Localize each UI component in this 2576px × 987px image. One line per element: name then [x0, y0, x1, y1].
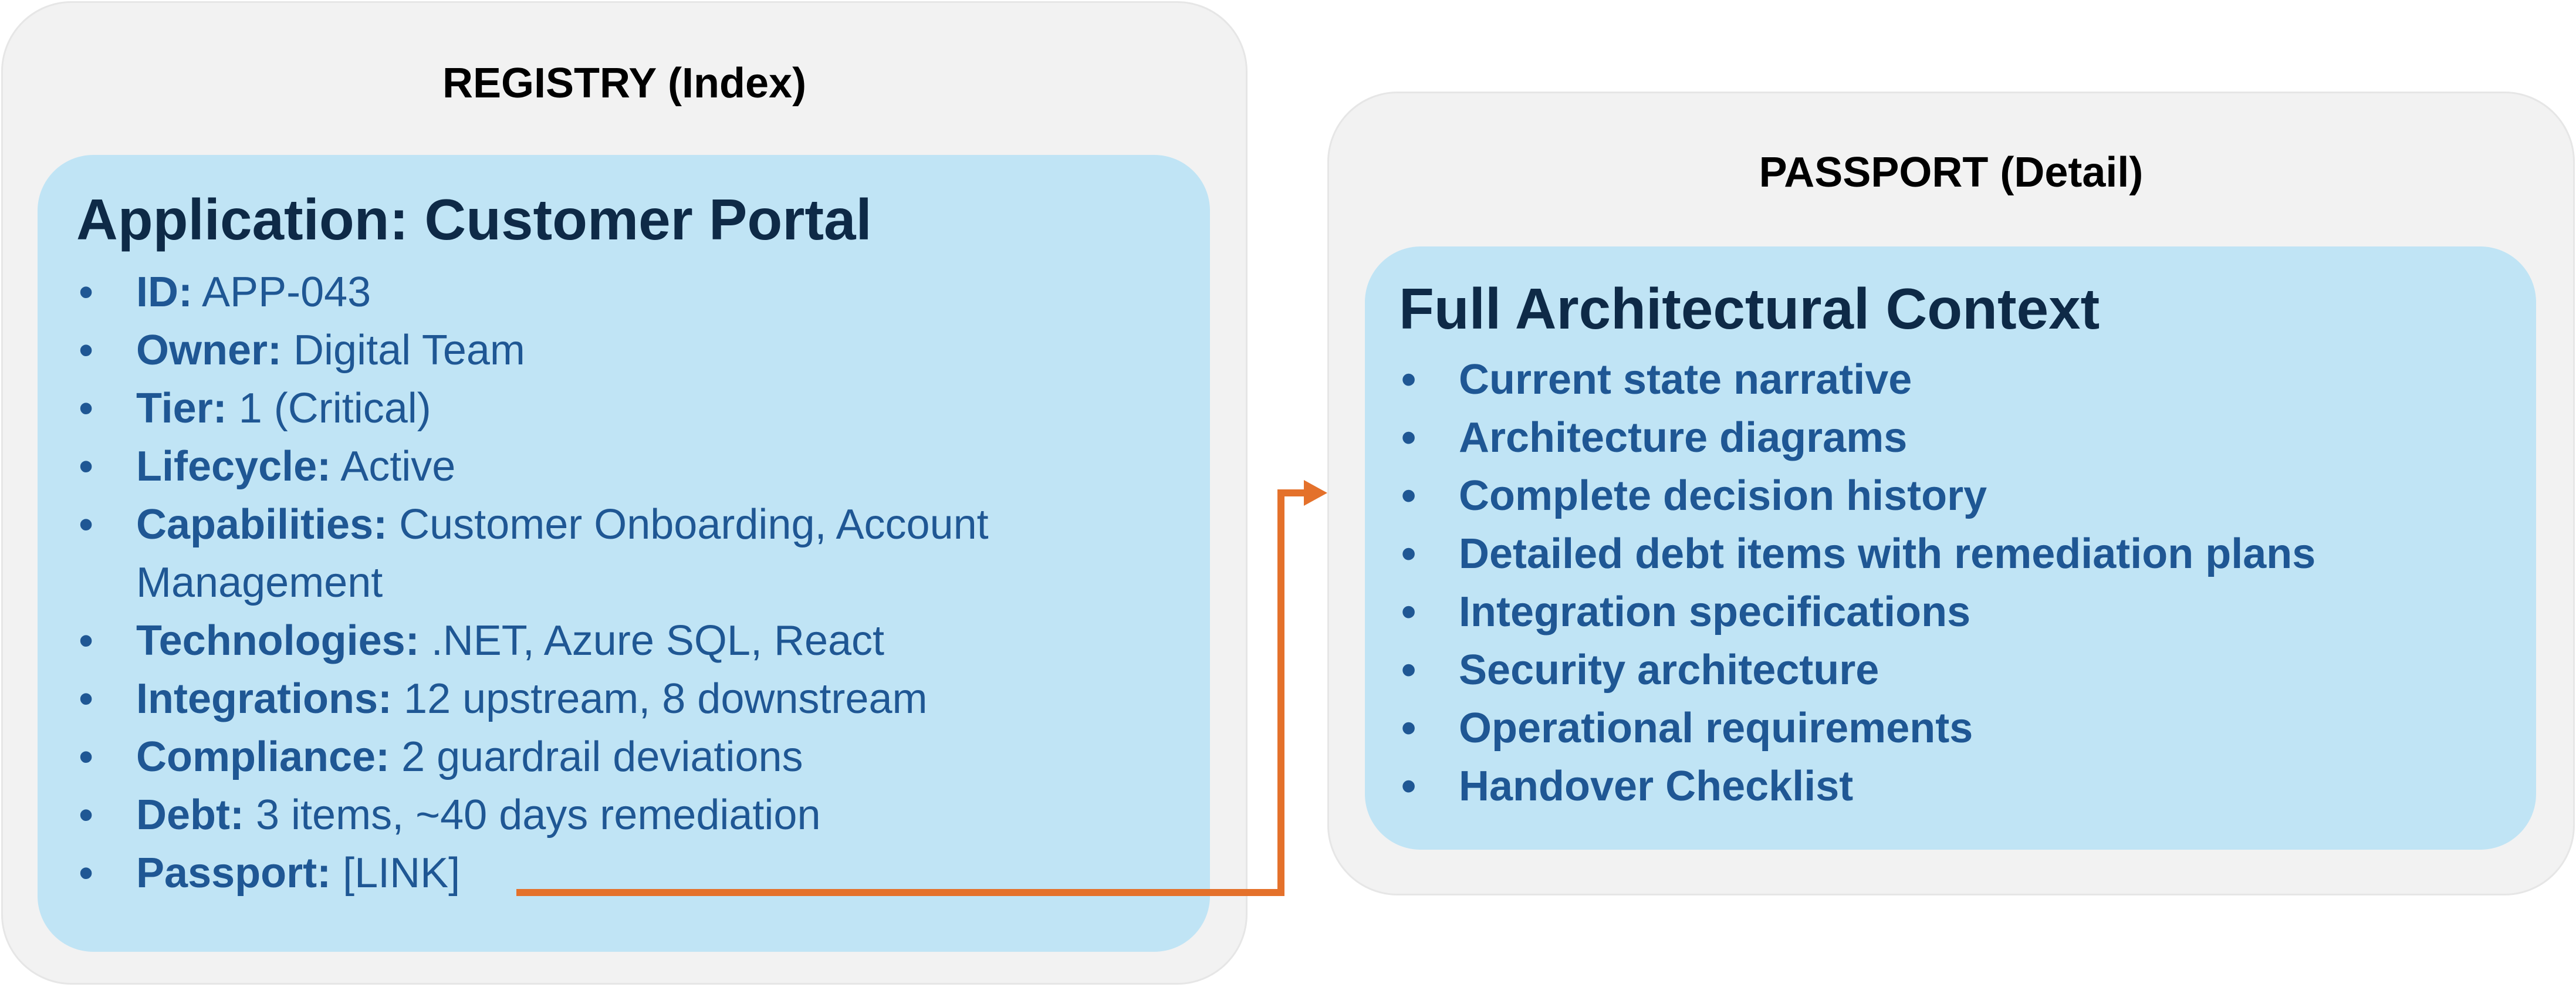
registry-item-value: 3 items, ~40 days remediation: [256, 792, 821, 839]
registry-card: Application: Customer Portal ID: APP-043…: [38, 155, 1210, 952]
passport-item: Integration specifications: [1399, 583, 2514, 641]
registry-item-label: Owner:: [136, 327, 282, 374]
registry-item-value: Active: [340, 443, 456, 490]
passport-card-title: Full Architectural Context: [1399, 276, 2100, 341]
connector-line: [516, 489, 1309, 896]
passport-item: Detailed debt items with remediation pla…: [1399, 525, 2514, 583]
registry-item-value: 12 upstream, 8 downstream: [404, 675, 928, 722]
registry-item-label: Integrations:: [136, 675, 393, 722]
passport-item-list: Current state narrativeArchitecture diag…: [1399, 351, 2514, 816]
registry-item: Compliance: 2 guardrail deviations: [76, 728, 1179, 786]
passport-card: Full Architectural Context Current state…: [1365, 246, 2536, 850]
passport-item: Current state narrative: [1399, 351, 2514, 409]
registry-item-value: 1 (Critical): [238, 385, 431, 432]
registry-item-value: Customer Onboarding, Account Management: [136, 501, 989, 606]
registry-item-label: Lifecycle:: [136, 443, 332, 490]
registry-item: Tier: 1 (Critical): [76, 380, 1179, 438]
registry-item-label: Tier:: [136, 385, 227, 432]
registry-item-label: ID:: [136, 269, 192, 316]
registry-item-value: Digital Team: [293, 327, 525, 374]
passport-item: Operational requirements: [1399, 699, 2514, 758]
passport-item: Architecture diagrams: [1399, 409, 2514, 467]
registry-panel-title: REGISTRY (Index): [442, 60, 807, 107]
registry-item-label: Passport:: [136, 850, 332, 897]
passport-item: Security architecture: [1399, 641, 2514, 699]
arrowhead-icon: [1304, 480, 1327, 506]
registry-item-label: Capabilities:: [136, 501, 388, 548]
registry-item-label: Technologies:: [136, 617, 420, 664]
registry-card-title: Application: Customer Portal: [76, 187, 872, 252]
registry-item-value: APP-043: [202, 269, 371, 316]
registry-item: Technologies: .NET, Azure SQL, React: [76, 612, 1179, 670]
passport-item: Complete decision history: [1399, 467, 2514, 525]
registry-item-value[interactable]: [LINK]: [343, 850, 461, 897]
registry-item-label: Compliance:: [136, 734, 390, 780]
registry-item: Integrations: 12 upstream, 8 downstream: [76, 670, 1179, 728]
registry-item: Owner: Digital Team: [76, 322, 1179, 380]
passport-panel-title: PASSPORT (Detail): [1759, 149, 2144, 196]
registry-item-list: ID: APP-043Owner: Digital TeamTier: 1 (C…: [76, 263, 1179, 903]
passport-item: Handover Checklist: [1399, 758, 2514, 816]
registry-item: ID: APP-043: [76, 263, 1179, 322]
registry-item-value: 2 guardrail deviations: [401, 734, 803, 780]
registry-item-value: .NET, Azure SQL, React: [431, 617, 885, 664]
registry-item: Capabilities: Customer Onboarding, Accou…: [76, 496, 1179, 612]
registry-item: Debt: 3 items, ~40 days remediation: [76, 786, 1179, 844]
registry-item: Passport: [LINK]: [76, 844, 1179, 903]
registry-item: Lifecycle: Active: [76, 438, 1179, 496]
registry-item-label: Debt:: [136, 792, 244, 839]
